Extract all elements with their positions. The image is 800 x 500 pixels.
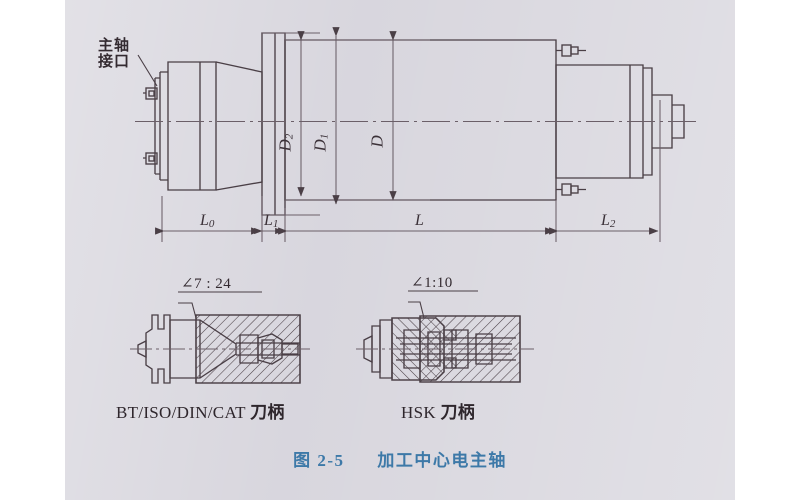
length-dimensions <box>155 100 661 242</box>
spindle-interface-callout: 主轴 接口 <box>98 36 131 70</box>
callout-line-2: 接口 <box>98 51 131 70</box>
dimension-label-L: L <box>415 212 424 229</box>
dimension-label-L1: L1 <box>264 212 279 230</box>
spindle-interface-flange <box>143 71 168 181</box>
callout-line-1: 主轴 <box>98 36 131 54</box>
figure-caption-number: 图 2-5 <box>293 451 345 470</box>
dimension-label-D1: D1 <box>310 133 331 152</box>
spindle-interface-leader-line <box>137 54 158 87</box>
holder-caption-hsk-latin: HSK <box>401 403 436 422</box>
scanned-paper-background <box>65 0 735 500</box>
hsk-tool-holder-section <box>356 290 534 383</box>
bolt-fitting-icon <box>556 44 586 196</box>
motor-housing-section <box>167 61 263 191</box>
holder-caption-bt-latin: BT/ISO/DIN/CAT <box>116 403 246 422</box>
dimension-label-L0: L0 <box>200 212 215 230</box>
dimension-label-D2: D2 <box>275 133 296 152</box>
spindle-main-body <box>284 39 557 201</box>
taper-note-bt: ∠7 : 24 <box>181 276 232 292</box>
diameter-dimensions <box>262 27 430 216</box>
holder-caption-hsk: HSK 刀柄 <box>401 404 475 423</box>
bt-tool-holder-section <box>130 291 310 384</box>
holder-caption-bt-cjk: 刀柄 <box>250 403 285 423</box>
holder-caption-hsk-cjk: 刀柄 <box>440 403 476 423</box>
figure-caption-title: 加工中心电主轴 <box>377 451 507 471</box>
dimension-label-D: D <box>367 135 387 148</box>
taper-note-hsk: ∠1:10 <box>411 275 453 291</box>
dimension-label-L2: L2 <box>601 212 616 230</box>
holder-caption-bt: BT/ISO/DIN/CAT 刀柄 <box>116 404 285 423</box>
figure-caption: 图 2-5 加工中心电主轴 <box>0 452 800 471</box>
bearing-flange-ring <box>261 32 286 216</box>
